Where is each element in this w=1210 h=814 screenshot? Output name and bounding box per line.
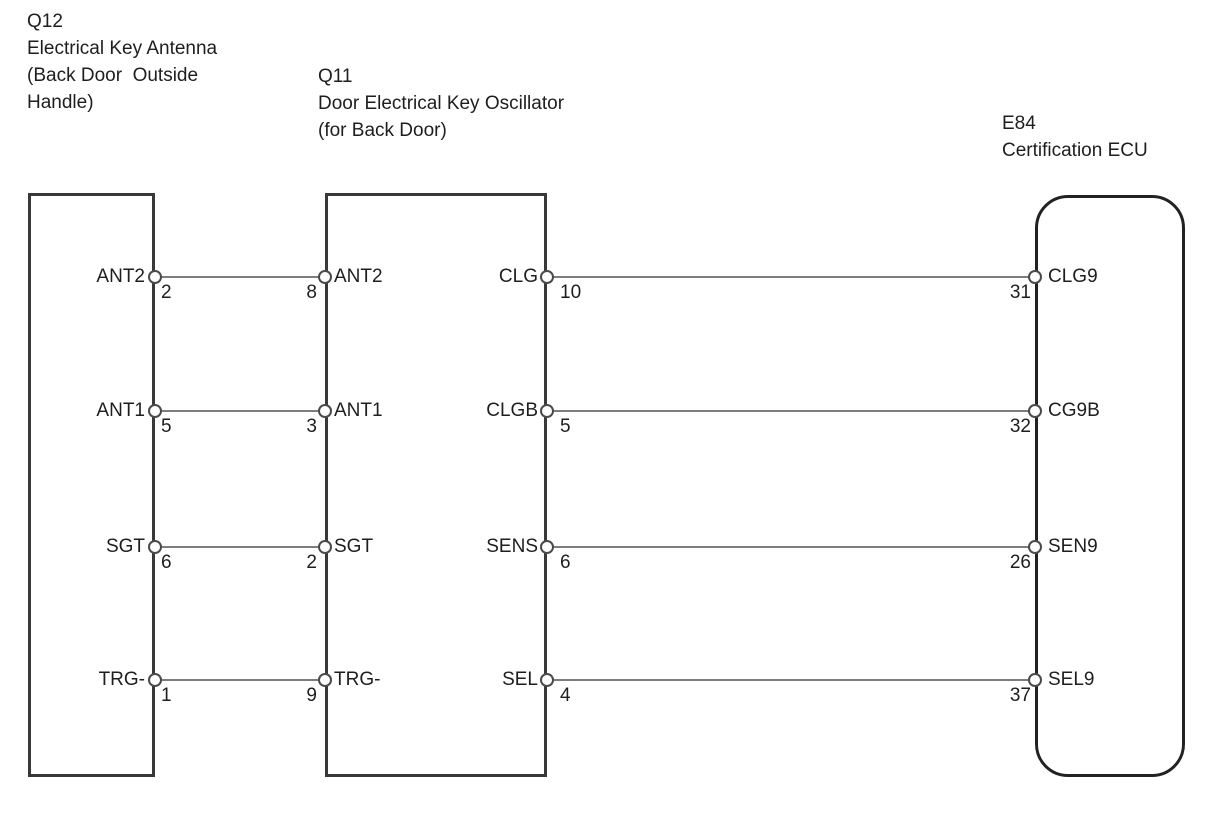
terminal-dot [1028, 270, 1042, 284]
wire-q11-e84-row4 [547, 679, 1035, 681]
pin-number-e84: 26 [1009, 552, 1031, 573]
pin-label-q12: ANT1 [96, 400, 145, 421]
connector-box-e84 [1035, 195, 1185, 777]
wire-q11-e84-row2 [547, 410, 1035, 412]
connector-box-q11 [325, 193, 547, 777]
terminal-dot [1028, 540, 1042, 554]
pin-number-e84: 37 [1009, 685, 1031, 706]
component-title-line: Door Electrical Key Oscillator [318, 93, 565, 114]
wire-q12-q11-row2 [155, 410, 325, 412]
pin-label-e84: CG9B [1048, 400, 1100, 421]
wire-q11-e84-row3 [547, 546, 1035, 548]
pin-label-e84: CLG9 [1048, 266, 1098, 287]
component-title-line: Handle) [27, 92, 94, 113]
terminal-dot [318, 673, 332, 687]
terminal-dot [1028, 404, 1042, 418]
component-code: E84 [1002, 113, 1036, 134]
pin-label-e84: SEN9 [1048, 536, 1098, 557]
pin-label-e84: SEL9 [1048, 669, 1095, 690]
component-code: Q12 [27, 11, 63, 32]
pin-number-q11-left: 3 [306, 416, 317, 437]
pin-label-q11-left: ANT1 [334, 400, 383, 421]
component-title-line: Certification ECU [1002, 140, 1148, 161]
pin-number-e84: 31 [1009, 282, 1031, 303]
connector-box-q12 [28, 193, 155, 777]
header-q11: Q11 Door Electrical Key Oscillator (for … [318, 63, 564, 144]
wire-q11-e84-row1 [547, 276, 1035, 278]
terminal-dot [148, 673, 162, 687]
pin-number-q11-right: 4 [560, 685, 571, 706]
component-code: Q11 [318, 66, 353, 87]
terminal-dot [318, 270, 332, 284]
pin-label-q11-right: SENS [486, 536, 538, 557]
terminal-dot [540, 270, 554, 284]
component-title-line: (Back Door Outside [27, 65, 199, 86]
terminal-dot [148, 270, 162, 284]
pin-label-q11-left: ANT2 [334, 266, 383, 287]
pin-number-q12: 6 [161, 552, 172, 573]
pin-number-q12: 5 [161, 416, 172, 437]
pin-label-q11-right: SEL [502, 669, 538, 690]
pin-number-q11-right: 6 [560, 552, 571, 573]
component-title-line: Electrical Key Antenna [27, 38, 218, 59]
terminal-dot [148, 404, 162, 418]
terminal-dot [148, 540, 162, 554]
pin-label-q12: TRG- [98, 669, 145, 690]
header-e84: E84 Certification ECU [1002, 110, 1148, 164]
wire-q12-q11-row1 [155, 276, 325, 278]
pin-number-q12: 1 [161, 685, 172, 706]
terminal-dot [540, 673, 554, 687]
terminal-dot [318, 540, 332, 554]
pin-label-q11-left: SGT [334, 536, 374, 557]
wire-q12-q11-row3 [155, 546, 325, 548]
pin-number-q12: 2 [161, 282, 172, 303]
pin-number-q11-left: 8 [306, 282, 317, 303]
pin-number-q11-right: 10 [560, 282, 582, 303]
pin-number-q11-left: 9 [306, 685, 317, 706]
wire-q12-q11-row4 [155, 679, 325, 681]
pin-label-q11-right: CLGB [486, 400, 538, 421]
pin-label-q12: SGT [105, 536, 145, 557]
terminal-dot [540, 404, 554, 418]
pin-label-q11-right: CLG [498, 266, 538, 287]
pin-number-e84: 32 [1009, 416, 1031, 437]
pin-label-q12: ANT2 [96, 266, 145, 287]
pin-label-q11-left: TRG- [334, 669, 381, 690]
terminal-dot [540, 540, 554, 554]
pin-number-q11-left: 2 [306, 552, 317, 573]
terminal-dot [1028, 673, 1042, 687]
header-q12: Q12 Electrical Key Antenna (Back Door Ou… [27, 8, 217, 116]
pin-number-q11-right: 5 [560, 416, 571, 437]
terminal-dot [318, 404, 332, 418]
component-title-line: (for Back Door) [318, 120, 447, 141]
